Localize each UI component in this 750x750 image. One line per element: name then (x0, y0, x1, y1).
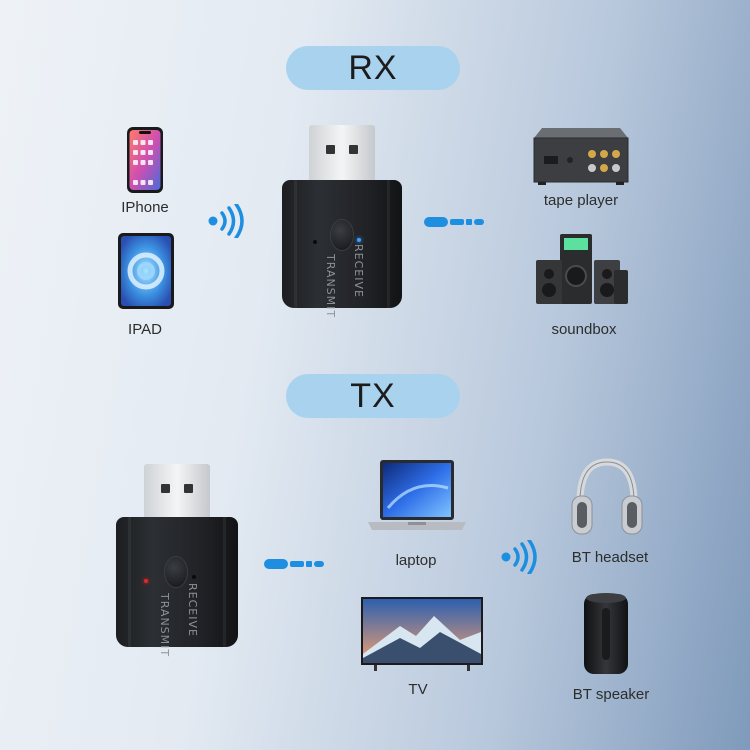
tape-player-label: tape player (543, 192, 619, 209)
receive-text: RECEIVE (352, 244, 365, 298)
indicator-light (192, 575, 196, 579)
indicator-light (313, 240, 317, 244)
usb-plug (309, 125, 375, 185)
headphones-icon (571, 458, 643, 535)
iphone-icon (127, 127, 163, 193)
usb-plug (144, 464, 210, 524)
transmit-text: TRANSMIT (324, 254, 337, 319)
rx-mode-title: RX (286, 46, 460, 90)
laptop-label: laptop (395, 552, 437, 569)
soundbox-label: soundbox (551, 321, 617, 338)
iphone-label: IPhone (121, 199, 169, 216)
wireless-signal-icon (208, 204, 244, 238)
tv-label: TV (408, 681, 428, 698)
audio-jack-icon (264, 559, 324, 569)
receive-text: RECEIVE (186, 583, 199, 637)
bt-headset-label: BT headset (571, 549, 649, 566)
red-indicator-light (144, 579, 148, 583)
tx-mode-title: TX (286, 374, 460, 418)
blue-indicator-light (357, 238, 361, 242)
rx-bluetooth-adapter: TRANSMIT RECEIVE (282, 180, 402, 318)
transmit-text: TRANSMIT (158, 593, 171, 658)
audio-jack-icon (424, 217, 484, 227)
wireless-signal-icon (501, 540, 537, 574)
tape-player-icon (533, 128, 629, 185)
bt-speaker-label: BT speaker (572, 686, 650, 703)
laptop-icon (368, 460, 466, 530)
soundbox-icon (536, 234, 628, 304)
rx-title-text: RX (348, 48, 398, 87)
ipad-label: IPAD (128, 321, 162, 338)
ipad-icon (118, 233, 174, 309)
tx-bluetooth-adapter: TRANSMIT RECEIVE (116, 517, 238, 657)
tx-title-text: TX (350, 376, 396, 415)
speaker-icon (584, 593, 628, 674)
mode-switch-button (165, 557, 187, 587)
mode-switch-button (331, 220, 353, 250)
tv-icon (361, 597, 483, 671)
